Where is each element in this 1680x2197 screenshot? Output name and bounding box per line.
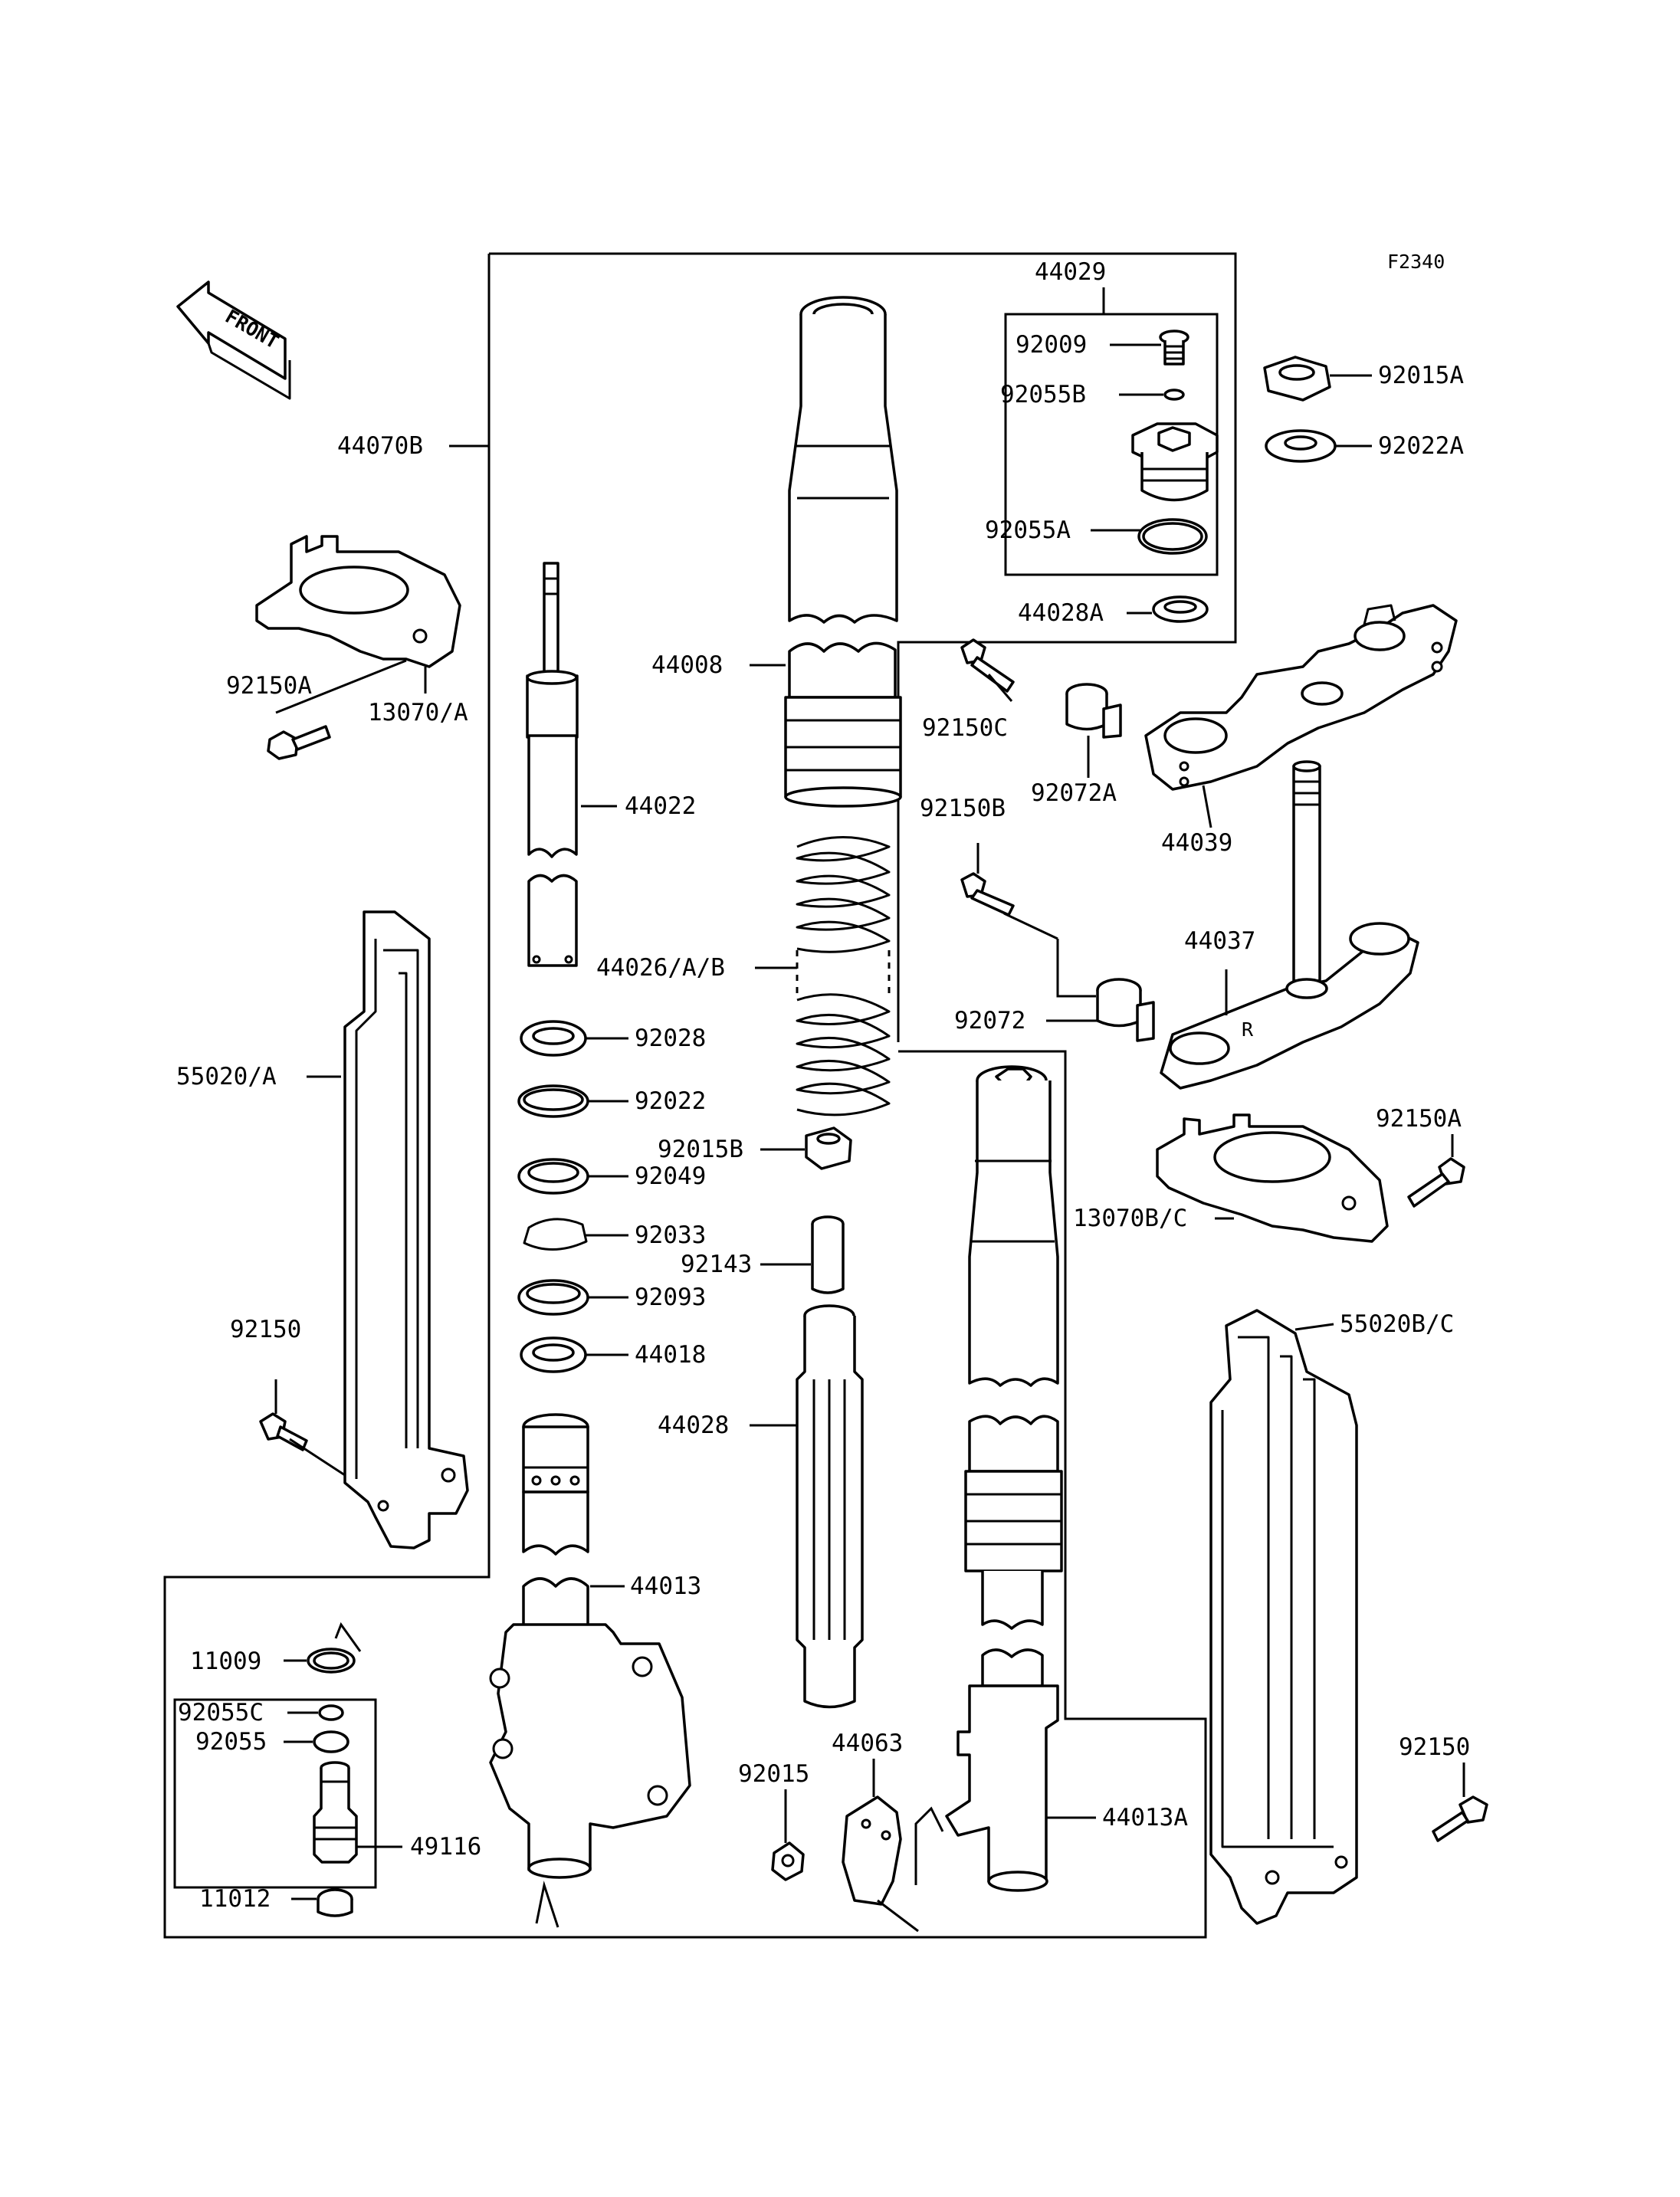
- washer-92022A: [1265, 429, 1337, 463]
- fork-slider-44013: [489, 1413, 691, 1879]
- label-13070BC: 13070B/C: [1073, 1205, 1187, 1232]
- label-92055A: 92055A: [985, 516, 1071, 544]
- nut-92015: [771, 1841, 805, 1881]
- label-44070B: 44070B: [337, 432, 423, 460]
- label-92150A-right: 92150A: [1376, 1105, 1462, 1133]
- label-92143: 92143: [681, 1251, 752, 1278]
- label-92072: 92072: [954, 1007, 1025, 1035]
- damper-pipe-44028: [796, 1304, 864, 1709]
- label-44018: 44018: [635, 1341, 706, 1369]
- fork-guard-55020A: [343, 910, 469, 1549]
- label-55020A: 55020/A: [176, 1063, 277, 1090]
- label-49116: 49116: [410, 1833, 481, 1861]
- collar-92143: [811, 1215, 845, 1294]
- valve-pointer-upper: [334, 1622, 362, 1652]
- label-92015A: 92015A: [1378, 362, 1464, 389]
- cup-44028A: [1152, 595, 1209, 623]
- cartridge-rod-44022: [526, 562, 579, 967]
- upper-triple-clamp-44039: [1144, 604, 1458, 791]
- outer-tube-44008: [784, 296, 902, 808]
- label-44028A: 44028A: [1018, 599, 1104, 627]
- label-92055: 92055: [195, 1728, 267, 1756]
- label-44039: 44039: [1161, 829, 1232, 857]
- valve-pointer-lower: [535, 1881, 559, 1928]
- label-92009: 92009: [1016, 331, 1087, 359]
- collar-92072: [1096, 978, 1155, 1042]
- label-92150C: 92150C: [922, 714, 1008, 742]
- fork-guard-55020BC: [1209, 1309, 1358, 1925]
- label-92028: 92028: [635, 1025, 706, 1052]
- cap-bolt-kit-44029: [1131, 330, 1219, 555]
- label-92150-right: 92150: [1399, 1733, 1470, 1761]
- left-fork-group-outline-lower: [163, 254, 1207, 1939]
- bolt-92150B: [960, 872, 1015, 917]
- axle-clamp-13070A: [255, 535, 461, 668]
- o-ring-92055C: [318, 1704, 344, 1721]
- label-92150-left: 92150: [230, 1316, 301, 1343]
- clamp-44063: [842, 1795, 919, 1933]
- label-11012: 11012: [199, 1885, 271, 1913]
- lower-triple-clamp-44037: R: [1160, 760, 1419, 1090]
- o-ring-11009: [307, 1648, 356, 1674]
- label-92015B: 92015B: [658, 1136, 743, 1163]
- label-44037: 44037: [1184, 927, 1255, 955]
- label-92022A: 92022A: [1378, 432, 1464, 460]
- label-92055C: 92055C: [178, 1699, 264, 1726]
- label-92022: 92022: [635, 1087, 706, 1115]
- bolt-92150-right: [1432, 1795, 1488, 1842]
- front-arrow: FRONT: [176, 280, 291, 400]
- collar-92072A: [1065, 683, 1122, 739]
- label-44008: 44008: [651, 651, 723, 679]
- label-44013: 44013: [630, 1572, 701, 1600]
- o-ring-92055: [313, 1730, 349, 1753]
- label-11009: 11009: [190, 1648, 261, 1675]
- label-44063: 44063: [832, 1730, 903, 1757]
- label-44022: 44022: [625, 792, 696, 820]
- label-44028: 44028: [658, 1412, 729, 1439]
- bolt-92150A-left: [267, 725, 331, 760]
- nut-92015A: [1263, 356, 1331, 402]
- label-92055B: 92055B: [1000, 381, 1086, 408]
- diagram-code: F2340: [1387, 251, 1445, 273]
- axle-clamp-13070BC: [1156, 1113, 1389, 1243]
- label-44013A: 44013A: [1102, 1804, 1188, 1831]
- label-44029: 44029: [1035, 258, 1106, 286]
- fork-spring-44026: [796, 836, 891, 1117]
- right-outer-tube: [945, 1065, 1063, 1892]
- leader-lines: [274, 287, 1465, 1900]
- r-mark: R: [1242, 1018, 1254, 1041]
- label-92049: 92049: [635, 1162, 706, 1190]
- bolt-92150-left: [259, 1412, 308, 1451]
- plug-11012: [317, 1888, 353, 1917]
- valve-kit-box: [173, 1698, 377, 1889]
- nut-92015B: [805, 1126, 852, 1170]
- label-92015: 92015: [738, 1760, 809, 1788]
- label-13070A: 13070/A: [368, 699, 468, 726]
- label-92150A-left: 92150A: [226, 672, 312, 700]
- label-92033: 92033: [635, 1221, 706, 1249]
- bolt-92150A-right: [1407, 1157, 1465, 1208]
- bolt-92150C: [960, 638, 1015, 693]
- valve-49116: [313, 1761, 358, 1864]
- label-92072A: 92072A: [1031, 779, 1117, 807]
- label-55020BC: 55020B/C: [1340, 1310, 1454, 1338]
- part-labels: 44070B 92150A 13070/A 55020/A 92150 1100…: [176, 258, 1470, 1913]
- ring-stack: [517, 1020, 589, 1373]
- label-92150B: 92150B: [920, 795, 1006, 822]
- label-44026: 44026/A/B: [596, 954, 725, 982]
- label-92093: 92093: [635, 1284, 706, 1311]
